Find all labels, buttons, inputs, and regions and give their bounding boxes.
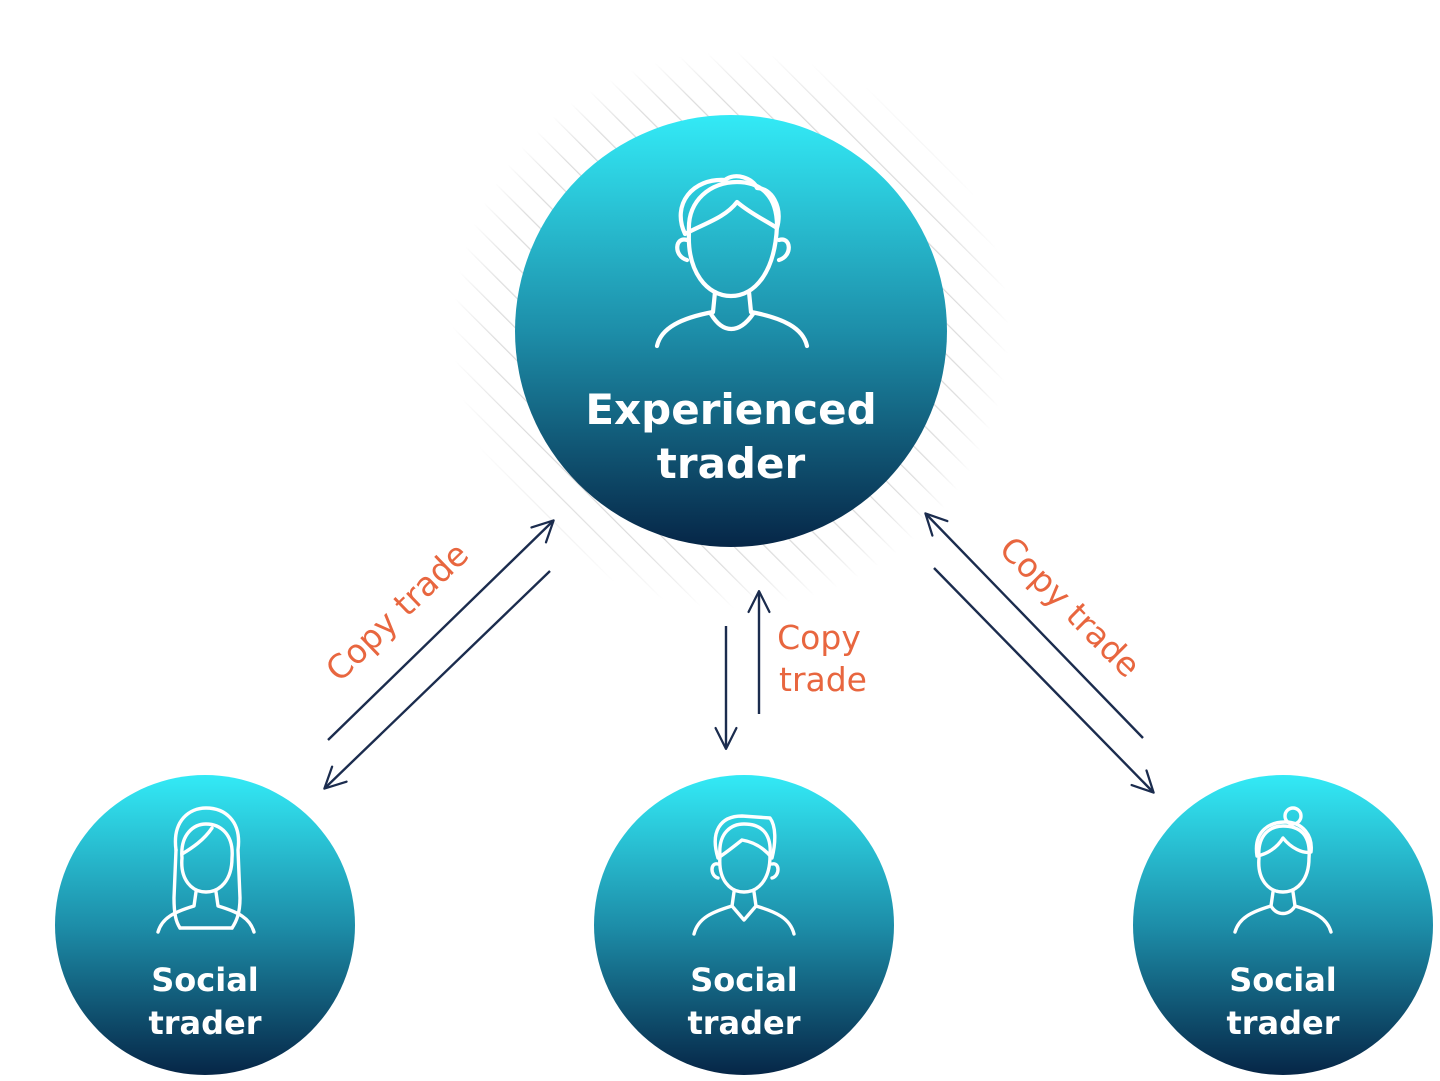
male-user-icon (654, 174, 810, 349)
female-long-hair-user-icon (156, 806, 256, 934)
social-trader-middle-line1: Social (690, 961, 798, 999)
social-trader-right-line1: Social (1229, 961, 1337, 999)
experienced-trader-line1: Experienced (585, 385, 876, 434)
social-trader-circle-left (55, 775, 355, 1075)
arrow-left-up (327, 519, 555, 741)
arrow-left-down (323, 570, 551, 790)
female-bun-user-icon (1233, 806, 1333, 934)
social-trader-circle-middle (594, 775, 894, 1075)
experienced-trader-node: Experienced trader (515, 115, 947, 547)
social-trader-left-line2: trader (148, 1004, 261, 1042)
social-trader-left-line1: Social (151, 961, 259, 999)
male-user-icon (692, 814, 796, 936)
arrows-middle (714, 590, 771, 750)
copy-trade-label-middle-line1: Copy (777, 618, 861, 657)
arrow-right-up (924, 512, 1144, 739)
social-trader-circle-right (1133, 775, 1433, 1075)
arrow-right-down (933, 567, 1155, 794)
copy-trade-label-middle-line2: trade (779, 660, 867, 699)
social-trader-middle-line2: trader (687, 1004, 800, 1042)
arrows-left (323, 519, 555, 790)
arrows-right (924, 512, 1155, 794)
social-trader-node-middle: Social trader (594, 775, 894, 1075)
experienced-trader-line2: trader (657, 439, 806, 488)
social-trader-right-line2: trader (1226, 1004, 1339, 1042)
social-trader-node-right: Social trader (1133, 775, 1433, 1075)
social-trader-node-left: Social trader (55, 775, 355, 1075)
